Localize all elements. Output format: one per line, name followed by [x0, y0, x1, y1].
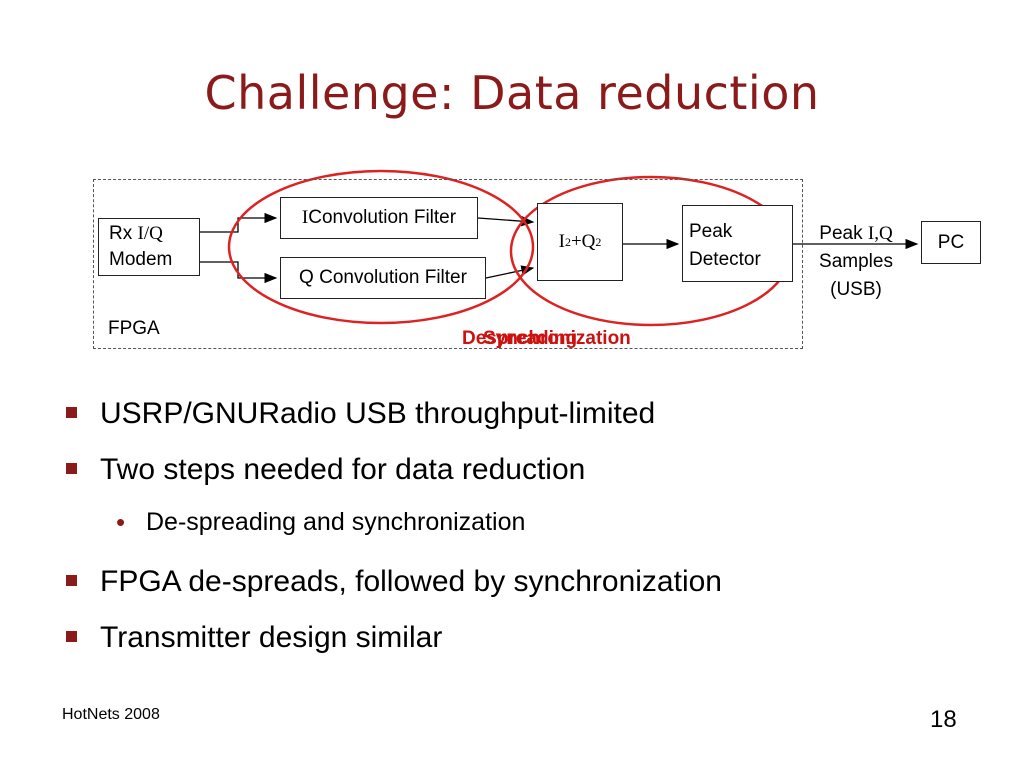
bullet-item: USRP/GNURadio USB throughput-limited [62, 392, 1002, 448]
rx-modem-block: Rx I/Q Modem [98, 218, 200, 276]
bullet-item: Transmitter design similar [62, 616, 1002, 672]
square-bullet-icon [66, 463, 77, 474]
square-bullet-icon [66, 407, 77, 418]
page-number: 18 [930, 706, 957, 733]
square-bullet-icon [66, 575, 77, 586]
bullet-item: FPGA de-spreads, followed by synchroniza… [62, 560, 1002, 616]
round-bullet-icon: • [116, 507, 126, 537]
fpga-boundary [93, 179, 803, 349]
slide-title: Challenge: Data reduction [204, 66, 820, 120]
peak-detector-block: Peak Detector [682, 205, 793, 282]
bullet-list: USRP/GNURadio USB throughput-limited Two… [62, 392, 1002, 672]
arrow-rx-to-i-filter [200, 212, 278, 233]
pc-block: PC [921, 221, 981, 264]
peak-samples-label: Peak I,Q Samples (USB) [819, 223, 893, 300]
data-reduction-diagram: Rx I/Q Modem I Convolution Filter Q Conv… [0, 0, 1024, 380]
i-convolution-filter-block: I Convolution Filter [280, 197, 478, 239]
fpga-label: FPGA [108, 318, 160, 339]
despreading-label: Despreading [462, 328, 578, 349]
despreading-highlight-ellipse [227, 169, 535, 325]
q-convolution-filter-block: Q Convolution Filter [280, 257, 486, 299]
square-bullet-icon [66, 631, 77, 642]
bullet-item: Two steps needed for data reduction [62, 448, 1002, 504]
sub-bullet-item: • De-spreading and synchronization [62, 504, 1002, 560]
synchronization-label: Synchronization [483, 328, 631, 349]
arrow-rx-to-q-filter [200, 261, 278, 284]
footer-conference: HotNets 2008 [62, 706, 160, 723]
